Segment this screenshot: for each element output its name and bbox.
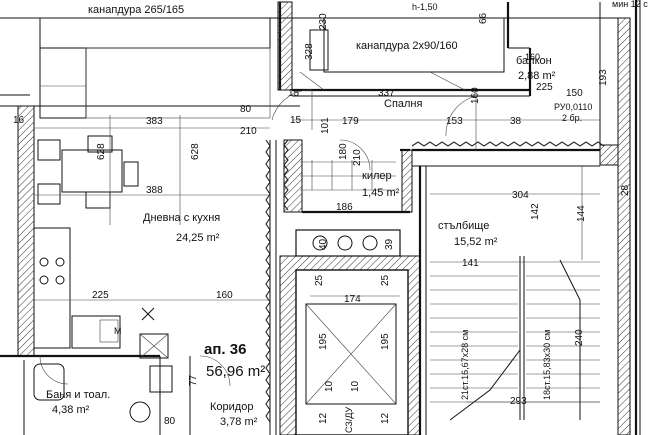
meter-label: M — [114, 326, 122, 336]
doors — [39, 89, 477, 387]
dim-225-balcony: 225 — [536, 82, 553, 93]
dim-304: 304 — [512, 190, 529, 201]
apartment-label: ап. 36 — [204, 341, 246, 358]
dim-141: 141 — [462, 258, 479, 269]
dim-142: 142 — [530, 203, 541, 220]
top-sofa-bed — [39, 17, 271, 49]
bathroom-area: 4,38 m² — [52, 404, 90, 416]
dim-77: 77 — [188, 374, 199, 386]
dim-293: 293 — [510, 396, 527, 407]
bedroom-partition-wall — [277, 1, 293, 91]
apartment-area: 56,96 m² — [206, 363, 265, 380]
top-sofa-note: канапдура 265/165 — [88, 4, 184, 16]
bedroom-label: Спалня — [384, 98, 423, 110]
dim-10-left: 10 — [324, 380, 335, 392]
right-exterior-wall — [617, 17, 631, 435]
dim-160-bedroom: 160 — [470, 87, 481, 104]
dim-230: 230 — [318, 13, 329, 30]
living-kitchen-area: 24,25 m² — [176, 232, 220, 244]
staircase — [430, 256, 600, 421]
dim-186: 186 — [336, 202, 353, 213]
dining-table — [61, 149, 123, 193]
dim-80-bath: 80 — [164, 416, 176, 427]
dim-195-right: 195 — [380, 333, 391, 350]
dim-240: 240 — [574, 329, 585, 346]
dim-225-kitchen: 225 — [92, 290, 109, 301]
storage-area: 1,45 m² — [362, 187, 400, 199]
dim-383: 383 — [146, 116, 163, 127]
corridor-area: 3,78 m² — [220, 416, 258, 428]
dim-40: 40 — [318, 238, 329, 250]
left-exterior-wall — [17, 105, 35, 357]
dim-15-top: 15 — [288, 88, 300, 99]
dim-12-left: 12 — [318, 412, 329, 424]
corner-note: мин 12 с — [612, 0, 648, 9]
dim-39: 39 — [384, 238, 395, 250]
dim-628-right: 628 — [190, 143, 201, 160]
wall-breaks — [265, 139, 605, 423]
dim-180: 180 — [338, 143, 349, 160]
living-kitchen-label: Дневна с кухня — [143, 212, 220, 224]
dim-210-storage: 210 — [352, 149, 363, 166]
storage-label: килер — [362, 170, 392, 182]
dim-25-right: 25 — [380, 274, 391, 286]
bathtub — [33, 363, 65, 401]
dim-28: 28 — [620, 184, 631, 196]
corridor-label: Коридор — [210, 401, 253, 413]
dim-101: 101 — [320, 117, 331, 134]
double-bed-note: канапдура 2х90/160 — [356, 40, 458, 52]
dim-179: 179 — [342, 116, 359, 127]
height-note: h-1,50 — [412, 2, 438, 12]
dim-388: 388 — [146, 185, 163, 196]
shaft-label: СЗ/ДУ — [344, 406, 354, 433]
staircase-area: 15,52 m² — [454, 236, 498, 248]
dim-15-mid: 15 — [290, 115, 302, 126]
dim-150: 150 — [566, 88, 583, 99]
balcony-area: 2,88 m² — [518, 70, 556, 82]
dim-153: 153 — [446, 116, 463, 127]
kitchen-counter — [33, 227, 71, 349]
duct-note: РУ0,0110 — [554, 102, 592, 112]
balcony-label: балкон — [516, 55, 552, 67]
dim-12-right: 12 — [380, 412, 391, 424]
dim-628-left: 628 — [96, 143, 107, 160]
dim-10-right: 10 — [350, 380, 361, 392]
dim-25-left: 25 — [314, 274, 325, 286]
bathroom-label: Баня и тоал. — [46, 389, 110, 401]
dim-160-kitchen: 160 — [216, 290, 233, 301]
dim-337: 337 — [378, 88, 395, 99]
dim-193: 193 — [598, 69, 609, 86]
dim-195-left: 195 — [318, 333, 329, 350]
dim-160-balcony: 160 — [525, 52, 540, 62]
dim-80-living: 80 — [240, 104, 252, 115]
dim-328: 328 — [304, 43, 315, 60]
dim-210-living: 210 — [240, 126, 257, 137]
stair-flight-right: 18ст.15,83х30 см — [542, 330, 552, 400]
dim-16: 16 — [13, 115, 25, 126]
staircase-label: стълбище — [438, 220, 489, 232]
duct-count: 2 бр. — [562, 113, 582, 123]
stair-flight-left: 21ст.16,67х28 см — [460, 330, 470, 400]
dim-66: 66 — [478, 12, 489, 24]
dim-38: 38 — [510, 116, 522, 127]
dimension-lines — [34, 96, 600, 403]
dim-144: 144 — [576, 205, 587, 222]
dim-174: 174 — [344, 294, 361, 305]
